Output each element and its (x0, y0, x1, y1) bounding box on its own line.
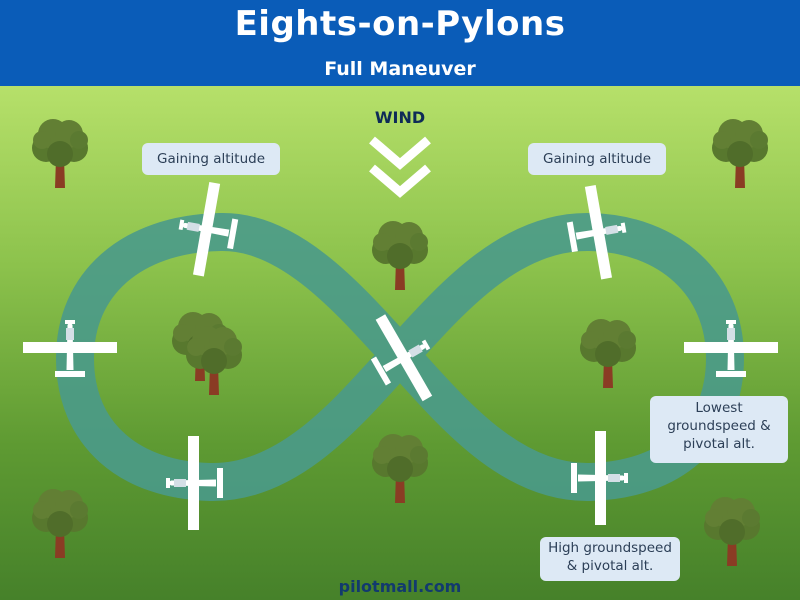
pylon-tree-icon (184, 324, 244, 397)
page-title: Eights-on-Pylons (234, 4, 566, 44)
brand-footer: pilotmall.com (338, 577, 462, 596)
header-bar (0, 0, 800, 86)
tree-icon (30, 487, 90, 560)
label-line: & pivotal alt. (566, 558, 654, 574)
airplane-icon (23, 320, 117, 377)
tree-icon (30, 117, 90, 190)
wind-label: WIND (374, 108, 426, 127)
airplane-icon (166, 436, 223, 530)
label-line: Lowest (695, 400, 743, 416)
tree-icon (702, 495, 762, 568)
label-line: High groundspeed (548, 540, 672, 556)
page-subtitle: Full Maneuver (324, 58, 476, 80)
high-groundspeed-label: High groundspeed & pivotal alt. (540, 537, 680, 581)
airplane-icon (561, 181, 634, 284)
gaining-altitude-right-label: Gaining altitude (528, 143, 666, 175)
airplane-icon (171, 178, 244, 281)
lowest-groundspeed-label: Lowest groundspeed & pivotal alt. (650, 396, 788, 463)
label-text: Gaining altitude (543, 151, 651, 167)
label-line: groundspeed & (667, 418, 771, 434)
airplane-icon (684, 320, 778, 377)
airplane-icon (571, 431, 628, 525)
label-line: pivotal alt. (683, 436, 755, 452)
wind-arrow-icon (369, 136, 431, 198)
gaining-altitude-left-label: Gaining altitude (142, 143, 280, 175)
tree-icon (370, 219, 430, 292)
pylon-tree-icon (578, 317, 638, 390)
tree-icon (370, 432, 430, 505)
label-text: Gaining altitude (157, 151, 265, 167)
tree-icon (710, 117, 770, 190)
